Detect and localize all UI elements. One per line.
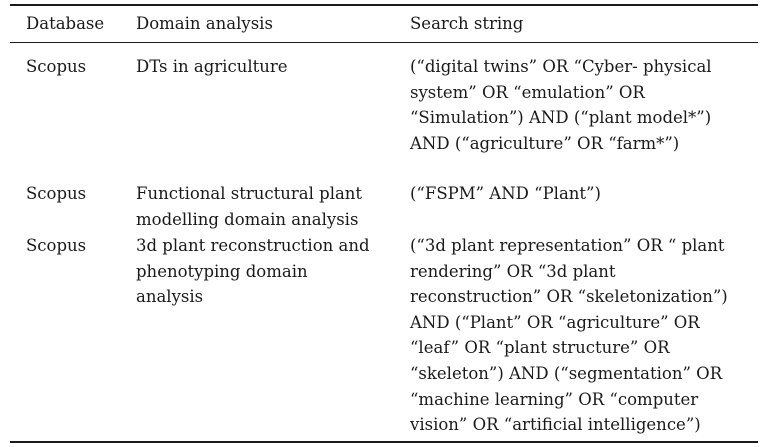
row-1-search-line: (“digital twins” OR “Cyber- physical xyxy=(410,57,712,76)
row-3-domain-line: analysis xyxy=(136,287,204,307)
row-3-search-line: “leaf” OR “plant structure” OR xyxy=(410,338,670,358)
row-3-domain: 3d plant reconstruction and phenotyping … xyxy=(136,233,370,310)
table-header-rule xyxy=(10,42,758,43)
row-1-domain-line: DTs in agriculture xyxy=(136,57,288,76)
row-2-domain-line: Functional structural plant xyxy=(136,184,363,203)
header-search-string: Search string xyxy=(410,14,524,33)
row-2-domain-line: modelling domain analysis xyxy=(136,209,359,229)
row-2-database: Scopus xyxy=(26,184,87,203)
row-3-search-line: “skeleton”) AND (“segmentation” OR xyxy=(410,363,723,383)
table-top-rule xyxy=(10,4,758,6)
row-3-domain-line: 3d plant reconstruction and xyxy=(136,236,370,255)
row-3-search-line: AND (“Plant” OR “agriculture” OR xyxy=(410,312,700,332)
row-3-search-line: (“3d plant representation” OR “ plant xyxy=(410,236,725,255)
row-2-search-line: (“FSPM” AND “Plant”) xyxy=(410,184,601,203)
row-1-search: (“digital twins” OR “Cyber- physical sys… xyxy=(410,54,712,156)
row-2-search: (“FSPM” AND “Plant”) xyxy=(410,181,601,207)
row-1-search-line: system” OR “emulation” OR xyxy=(410,82,645,102)
row-3-search-line: rendering” OR “3d plant xyxy=(410,261,616,281)
table-bottom-rule xyxy=(10,441,758,443)
row-3-database: Scopus xyxy=(26,236,87,255)
header-database: Database xyxy=(26,14,105,33)
row-1-search-line: “Simulation”) AND (“plant model*”) xyxy=(410,108,712,128)
row-1-domain: DTs in agriculture xyxy=(136,54,288,80)
row-3-search: (“3d plant representation” OR “ plant re… xyxy=(410,233,728,438)
row-3-search-line: “machine learning” OR “computer xyxy=(410,389,699,409)
row-3-domain-line: phenotyping domain xyxy=(136,261,308,281)
row-2-domain: Functional structural plant modelling do… xyxy=(136,181,362,232)
row-1-search-line: AND (“agriculture” OR “farm*”) xyxy=(410,133,680,153)
row-1-database: Scopus xyxy=(26,57,87,76)
header-domain-analysis: Domain analysis xyxy=(136,14,273,33)
row-3-search-line: reconstruction” OR “skeletonization”) xyxy=(410,287,728,307)
row-3-search-line: vision” OR “artificial intelligence”) xyxy=(410,415,701,435)
